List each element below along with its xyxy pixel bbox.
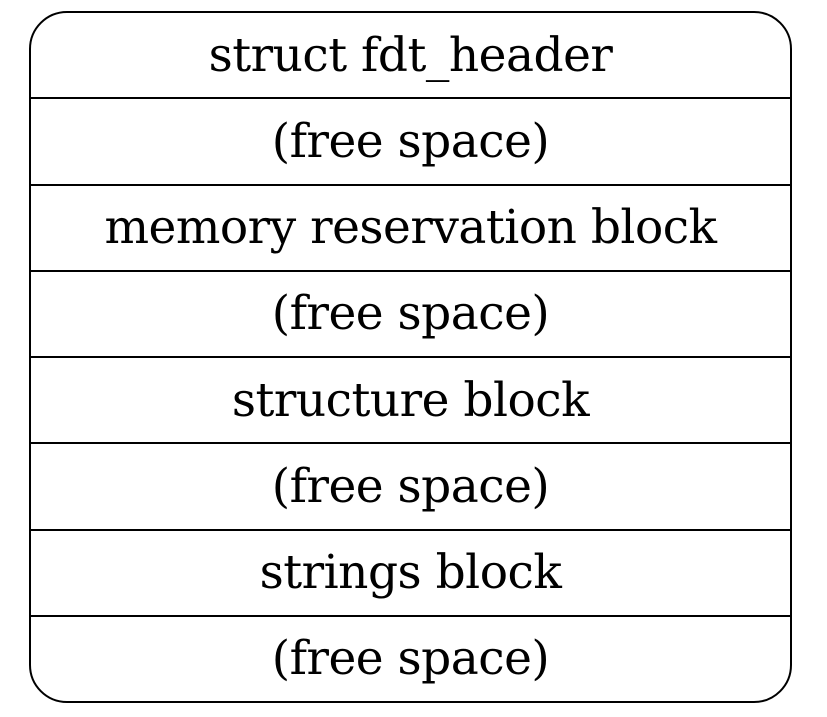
block-structure: structure block xyxy=(31,356,790,442)
block-label: memory reservation block xyxy=(104,200,717,256)
block-label: (free space) xyxy=(271,631,550,687)
block-memory-reservation: memory reservation block xyxy=(31,183,790,270)
block-fdt-header: struct fdt_header xyxy=(31,13,790,97)
block-free-space: (free space) xyxy=(31,269,790,356)
block-label: struct fdt_header xyxy=(208,27,613,83)
block-free-space: (free space) xyxy=(31,442,790,528)
fdt-layout-diagram: struct fdt_header (free space) memory re… xyxy=(29,11,792,703)
block-free-space: (free space) xyxy=(31,97,790,183)
block-label: (free space) xyxy=(271,458,550,514)
block-label: (free space) xyxy=(271,113,550,169)
block-label: structure block xyxy=(231,372,590,428)
block-free-space: (free space) xyxy=(31,614,790,701)
block-strings: strings block xyxy=(31,528,790,615)
block-label: strings block xyxy=(259,545,562,601)
block-label: (free space) xyxy=(271,286,550,342)
